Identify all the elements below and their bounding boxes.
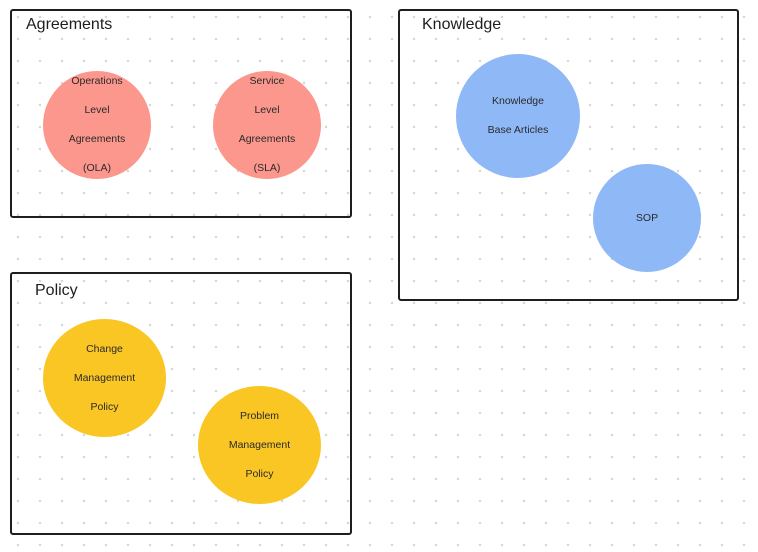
frame-agreements[interactable]: Agreements bbox=[10, 9, 352, 218]
node-label-line: Service bbox=[249, 75, 285, 88]
node-label-line: Management bbox=[73, 371, 136, 384]
node-knowledge-base-articles[interactable]: Knowledge Base Articles bbox=[456, 54, 580, 178]
node-change-management-policy[interactable]: Change Management Policy bbox=[43, 319, 166, 437]
node-label-line: (SLA) bbox=[253, 162, 281, 175]
node-label: SOP bbox=[636, 196, 658, 240]
frame-title-knowledge[interactable]: Knowledge bbox=[422, 16, 502, 33]
node-label-line: Policy bbox=[245, 467, 274, 480]
frame-title-agreements[interactable]: Agreements bbox=[26, 16, 113, 33]
frame-knowledge[interactable]: Knowledge bbox=[398, 9, 739, 301]
node-label: Problem Management Policy bbox=[229, 394, 290, 496]
node-label: Change Management Policy bbox=[74, 327, 135, 429]
node-label-line: (OLA) bbox=[82, 162, 111, 175]
node-label: Operations Level Agreements (OLA) bbox=[69, 60, 126, 191]
frame-policy[interactable]: Policy bbox=[10, 272, 352, 535]
node-label: Service Level Agreements (SLA) bbox=[239, 60, 296, 191]
node-label-line: Management bbox=[228, 438, 291, 451]
node-label-line: Agreements bbox=[68, 133, 126, 146]
node-label-line: SOP bbox=[635, 211, 659, 224]
frame-title-policy[interactable]: Policy bbox=[35, 282, 78, 299]
node-operations-level-agreements[interactable]: Operations Level Agreements (OLA) bbox=[43, 71, 151, 179]
node-label-line: Policy bbox=[90, 400, 119, 413]
node-label-line: Problem bbox=[239, 409, 280, 422]
node-problem-management-policy[interactable]: Problem Management Policy bbox=[198, 386, 321, 504]
node-label-line: Knowledge bbox=[492, 95, 544, 108]
node-label-line: Level bbox=[84, 104, 110, 117]
node-label-line: Level bbox=[254, 104, 280, 117]
node-service-level-agreements[interactable]: Service Level Agreements (SLA) bbox=[213, 71, 321, 179]
node-sop[interactable]: SOP bbox=[593, 164, 701, 272]
node-label-line: Change bbox=[86, 342, 123, 355]
node-label-line: Operations bbox=[71, 75, 123, 88]
node-label-line: Agreements bbox=[238, 133, 296, 146]
node-label: Knowledge Base Articles bbox=[488, 80, 549, 153]
node-label-line: Base Articles bbox=[487, 124, 549, 137]
